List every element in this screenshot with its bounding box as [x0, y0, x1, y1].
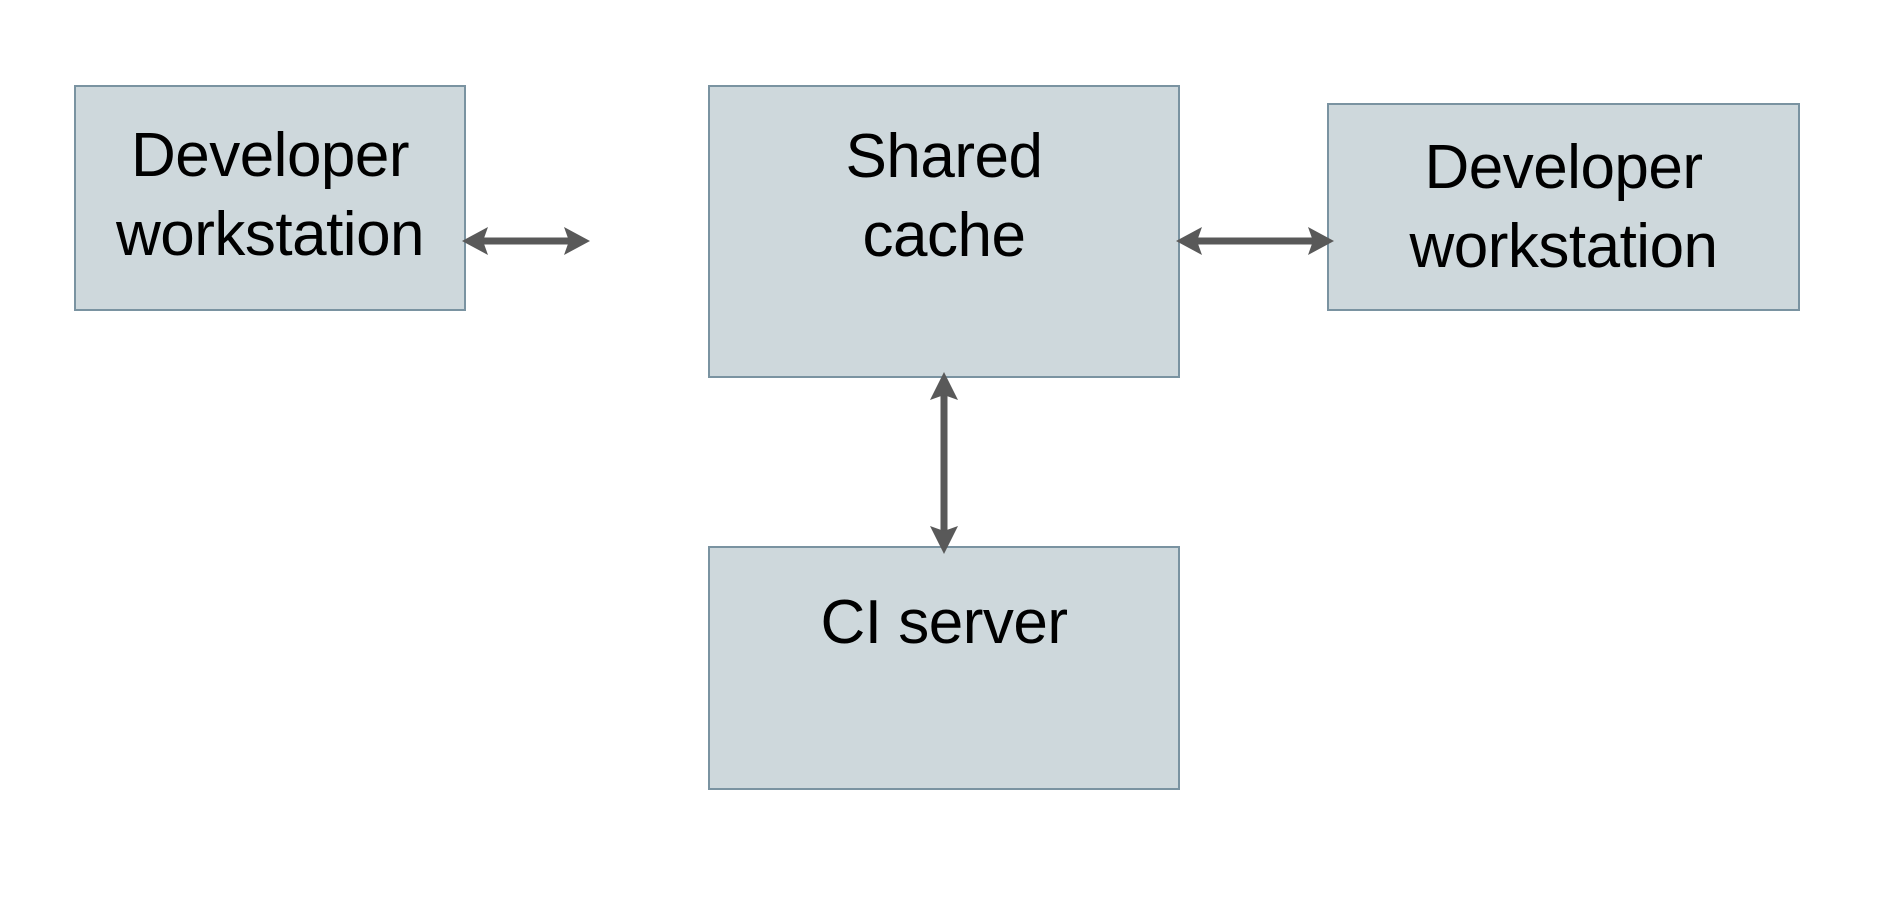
node-label: Developer workstation	[1409, 132, 1718, 281]
node-developer-workstation-right[interactable]: Developer workstation	[1327, 103, 1800, 311]
node-label: Shared cache	[845, 122, 1043, 271]
edge-shared-cache-ci-server-bidirectional-arrow-icon[interactable]	[915, 372, 973, 554]
node-label: Developer workstation	[115, 120, 425, 269]
edge-shared-cache-dev-right-bidirectional-arrow-icon[interactable]	[1176, 212, 1334, 270]
node-developer-workstation-left[interactable]: Developer workstation	[74, 85, 466, 311]
node-shared-cache[interactable]: Shared cache	[708, 85, 1180, 378]
node-ci-server[interactable]: CI server	[708, 546, 1180, 790]
edge-dev-left-shared-cache-bidirectional-arrow-icon[interactable]	[462, 212, 590, 270]
node-label: CI server	[820, 588, 1068, 657]
